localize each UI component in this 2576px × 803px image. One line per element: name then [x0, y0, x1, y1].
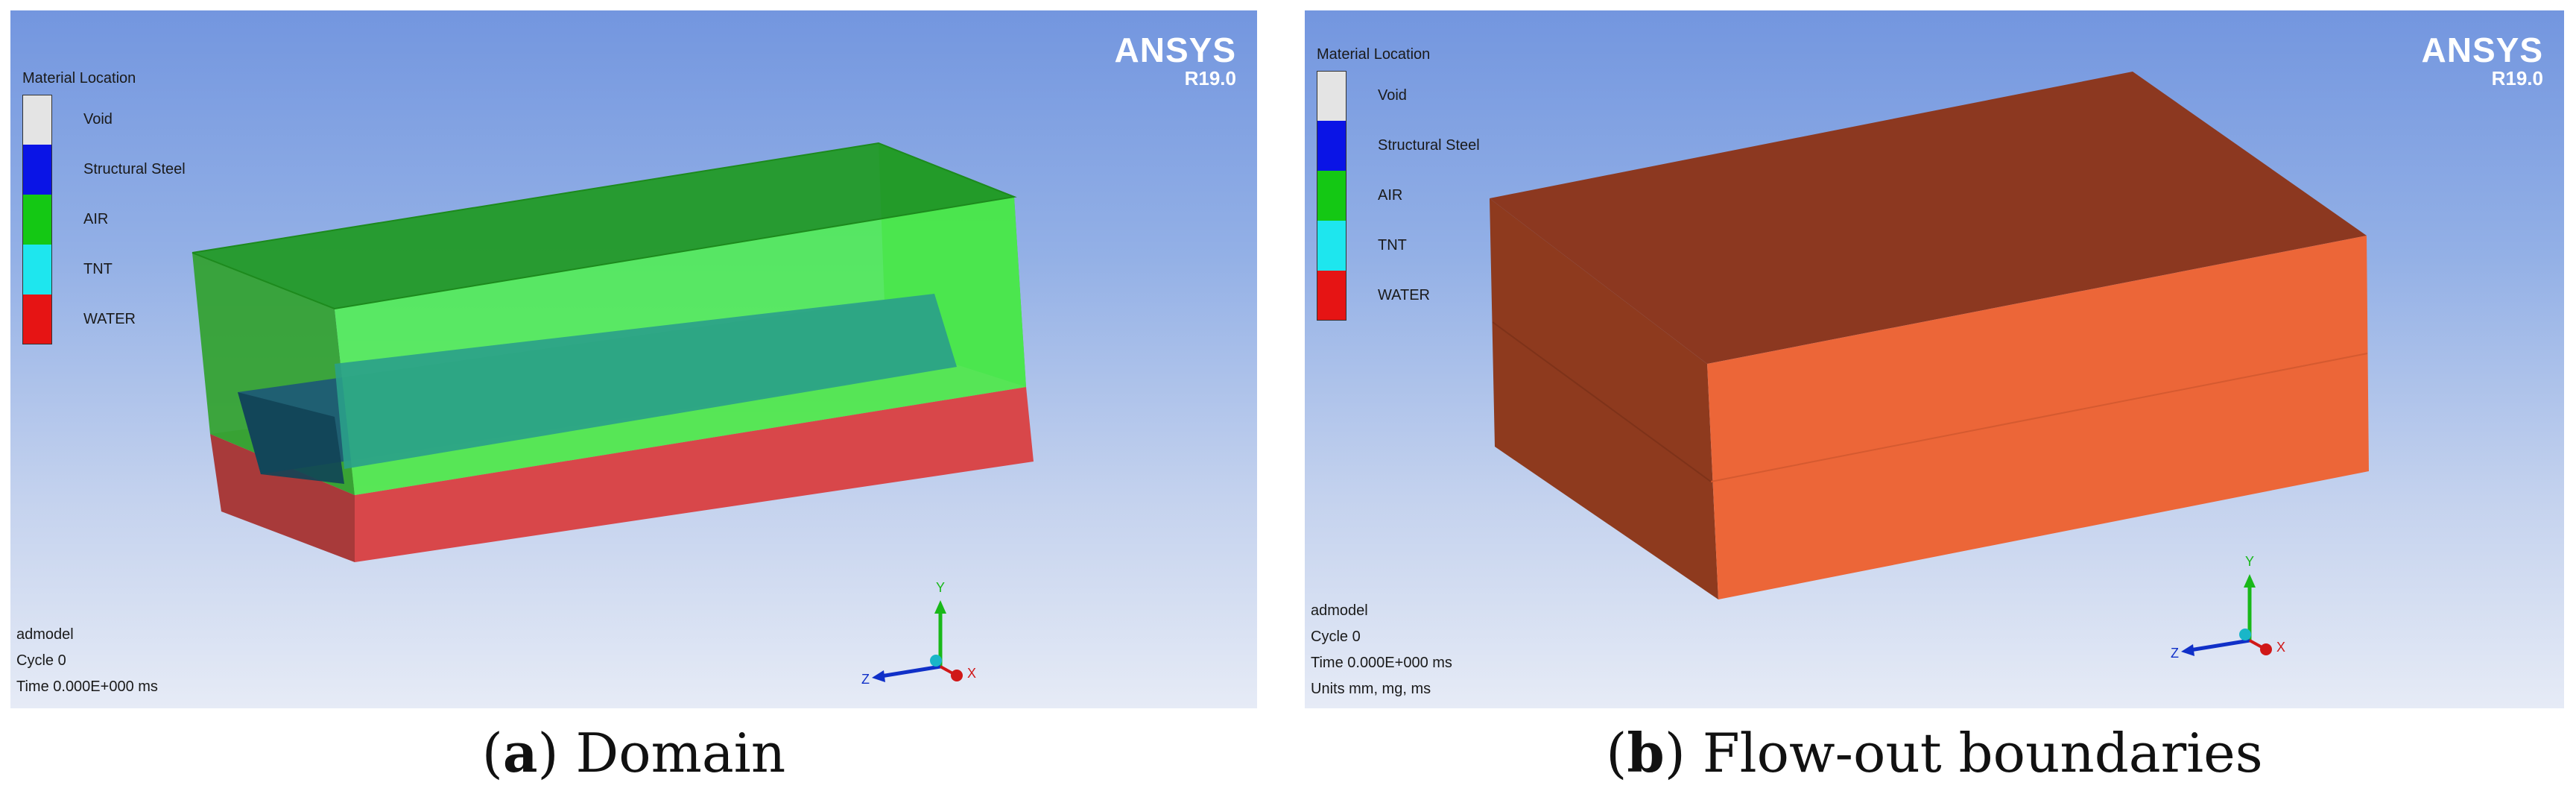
brand-version: R19.0 [2491, 67, 2543, 89]
model-name: admodel [1311, 602, 1368, 619]
steel-end [238, 392, 344, 484]
boundaries-scene[interactable] [1305, 10, 2564, 708]
legend-label-structural-steel: Structural Steel [1378, 137, 1480, 154]
legend-label-water: WATER [1378, 287, 1430, 303]
legend-row-water: WATER [1317, 271, 1480, 321]
model-info: admodel Cycle 0 Time 0.000E+000 ms [16, 622, 158, 700]
z-axis-label: Z [2171, 646, 2179, 661]
water-left-face [210, 434, 355, 562]
legend-label-air: AIR [1378, 187, 1403, 204]
legend-swatch-air [1317, 171, 1346, 221]
air-top-face [192, 143, 1014, 309]
y-arrow-icon [2244, 574, 2256, 588]
z-arrow-icon [2181, 644, 2194, 656]
ansys-logo: ANSYS R19.0 [1115, 33, 1236, 90]
legend-swatch-water [22, 295, 52, 344]
legend-swatch-structural-steel [22, 145, 52, 195]
y-arrow-icon [934, 600, 946, 614]
caption-letter: a [502, 721, 538, 784]
domain-scene[interactable] [10, 10, 1257, 708]
caption-text: Domain [575, 722, 786, 784]
axis-triad[interactable]: Y Z X [852, 558, 1001, 693]
caption-letter: b [1627, 721, 1665, 784]
time-label: Time 0.000E+000 ms [16, 678, 158, 695]
units-label: Units mm, mg, ms [1311, 681, 1431, 697]
panel-flow-out-boundaries: Material Location Void Structural Steel … [1305, 10, 2564, 708]
legend-row-tnt: TNT [1317, 221, 1480, 271]
legend-row-tnt: TNT [22, 245, 186, 295]
caption-b: (b) Flow-out boundaries [1606, 721, 2263, 784]
legend-row-structural-steel: Structural Steel [22, 145, 186, 195]
legend-swatch-structural-steel [1317, 121, 1346, 171]
origin-icon [2239, 629, 2251, 640]
legend-row-water: WATER [22, 295, 186, 344]
model-name: admodel [16, 626, 74, 643]
legend-rows: Void Structural Steel AIR TNT WATER [1317, 71, 1480, 321]
legend-swatch-void [22, 95, 52, 145]
water-front-face [355, 387, 1034, 562]
legend-row-structural-steel: Structural Steel [1317, 121, 1480, 171]
legend-title: Material Location [1317, 46, 1431, 63]
material-legend: Material Location Void Structural Steel … [22, 70, 186, 344]
z-axis-icon [2189, 638, 2250, 652]
steel-top-visible [335, 294, 957, 469]
legend-swatch-tnt [1317, 221, 1346, 271]
viewport-domain[interactable]: Material Location Void Structural Steel … [10, 10, 1257, 708]
brand-name: ANSYS [2421, 31, 2543, 69]
brand-version: R19.0 [1184, 67, 1236, 89]
legend-row-air: AIR [1317, 171, 1480, 221]
z-arrow-icon [872, 670, 885, 682]
legend-label-void: Void [83, 111, 113, 127]
x-tip-icon [2260, 643, 2272, 655]
legend-row-air: AIR [22, 195, 186, 245]
caption-a: (a) Domain [481, 721, 786, 784]
origin-icon [930, 655, 942, 667]
z-axis-icon [880, 664, 941, 678]
brand-name: ANSYS [1114, 31, 1236, 69]
legend-rows: Void Structural Steel AIR TNT WATER [22, 95, 186, 344]
x-axis-label: X [2276, 640, 2285, 655]
caption-text: Flow-out boundaries [1702, 722, 2263, 784]
y-axis-label: Y [936, 580, 945, 595]
legend-label-water: WATER [83, 311, 136, 327]
air-edges [192, 142, 1017, 310]
x-tip-icon [951, 670, 963, 681]
z-axis-label: Z [861, 672, 870, 687]
viewport-boundaries[interactable]: Material Location Void Structural Steel … [1305, 10, 2564, 708]
axis-triad[interactable]: Y Z X [2162, 532, 2311, 667]
legend-swatch-water [1317, 271, 1346, 321]
y-axis-label: Y [2245, 554, 2254, 569]
legend-label-tnt: TNT [1378, 237, 1407, 254]
boundary-top-face [1490, 72, 2367, 364]
boundary-left-face [1490, 198, 1718, 599]
x-axis-label: X [967, 666, 976, 681]
legend-swatch-tnt [22, 245, 52, 295]
left-seam [1492, 321, 1712, 482]
legend-label-tnt: TNT [83, 261, 113, 277]
legend-row-void: Void [22, 95, 186, 145]
material-legend: Material Location Void Structural Steel … [1317, 46, 1480, 321]
legend-label-structural-steel: Structural Steel [83, 161, 186, 177]
legend-title: Material Location [22, 70, 136, 86]
panel-domain: Material Location Void Structural Steel … [10, 10, 1257, 708]
legend-swatch-void [1317, 71, 1346, 121]
cycle-label: Cycle 0 [1311, 629, 1361, 645]
cycle-label: Cycle 0 [16, 652, 66, 669]
legend-label-air: AIR [83, 211, 109, 227]
legend-swatch-air [22, 195, 52, 245]
legend-label-void: Void [1378, 87, 1407, 104]
front-seam [1710, 353, 2368, 482]
model-info: admodel Cycle 0 Time 0.000E+000 ms Units… [1311, 598, 1452, 702]
legend-row-void: Void [1317, 71, 1480, 121]
ansys-logo: ANSYS R19.0 [2422, 33, 2543, 90]
time-label: Time 0.000E+000 ms [1311, 655, 1452, 671]
